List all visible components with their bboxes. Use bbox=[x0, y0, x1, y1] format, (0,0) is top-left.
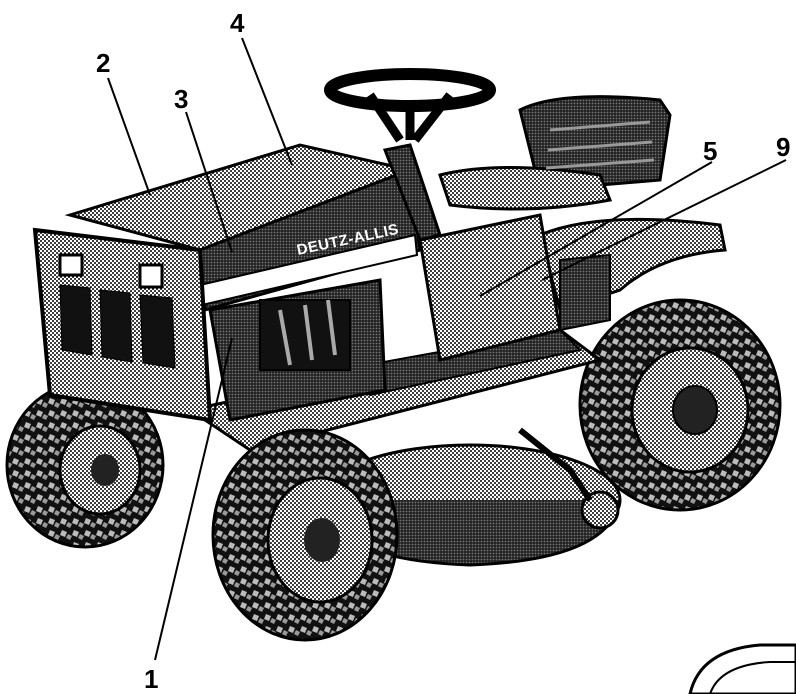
front-wheel-right bbox=[211, 428, 399, 642]
callout-3: 3 bbox=[174, 84, 188, 114]
rear-wheel bbox=[578, 298, 782, 512]
hood: DEUTZ-ALLIS bbox=[64, 143, 422, 312]
steering-wheel bbox=[324, 68, 496, 242]
front-grille bbox=[32, 227, 213, 423]
rear-fender bbox=[538, 217, 727, 332]
callout-5: 5 bbox=[703, 136, 717, 166]
leader-lines bbox=[107, 37, 787, 661]
callout-9: 9 bbox=[776, 132, 790, 162]
engine bbox=[208, 278, 387, 422]
callout-4: 4 bbox=[230, 8, 245, 38]
callouts: 2 3 4 5 9 1 bbox=[96, 8, 790, 694]
front-wheel-left bbox=[5, 381, 165, 549]
callout-2: 2 bbox=[96, 48, 110, 78]
seat bbox=[438, 95, 672, 211]
corner-fragment bbox=[688, 643, 796, 694]
tractor-body bbox=[186, 213, 604, 452]
callout-1: 1 bbox=[144, 664, 158, 694]
